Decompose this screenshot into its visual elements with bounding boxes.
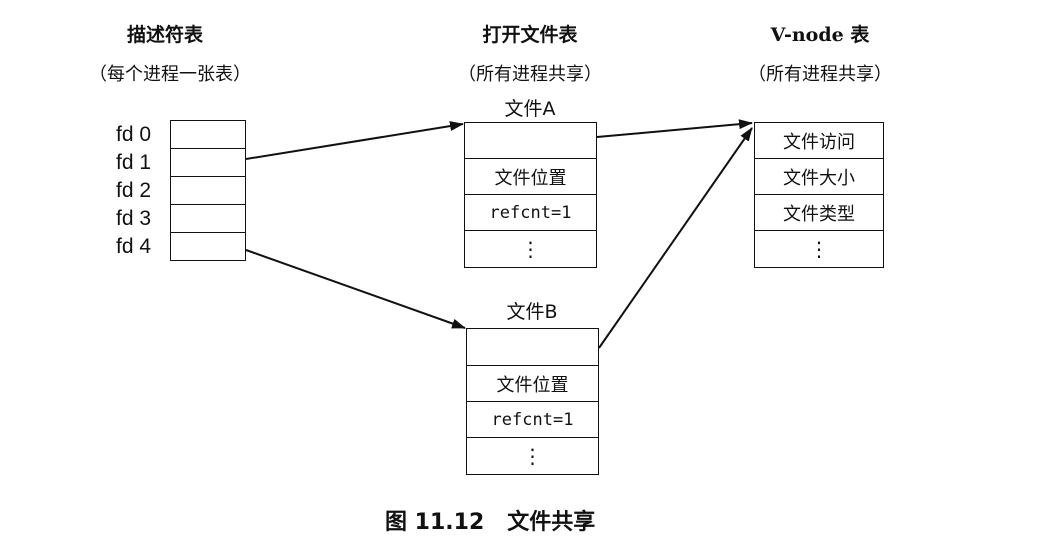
fd-slot-0	[171, 121, 245, 149]
fd-label-4: fd 4	[116, 235, 152, 258]
file-b-position: 文件位置	[467, 366, 598, 402]
descriptor-table-title: 描述符表	[126, 24, 203, 46]
descriptor-table-box	[170, 120, 246, 261]
fd-slot-3	[171, 205, 245, 233]
arrow-file-b-to-vnode	[598, 127, 753, 349]
vnode-ellipsis: ⋮	[809, 236, 829, 261]
file-a-position: 文件位置	[465, 159, 596, 195]
fd-slot-1	[171, 149, 245, 177]
file-a-ellipsis: ⋮	[520, 236, 541, 261]
vnode-field-type: 文件类型	[755, 195, 883, 231]
file-b-label: 文件B	[506, 301, 558, 323]
fd-slot-2	[171, 177, 245, 205]
fd-label-3: fd 3	[116, 207, 152, 230]
open-file-table-title: 打开文件表	[482, 24, 578, 46]
file-b-header-cell	[467, 329, 598, 366]
descriptor-table-subtitle: （每个进程一张表）	[89, 64, 251, 85]
arrow-fd4-to-file-b	[245, 249, 466, 329]
fd-label-0: fd 0	[116, 123, 152, 146]
figure-caption: 图 11.12 文件共享	[385, 510, 596, 535]
file-b-ellipsis: ⋮	[522, 443, 543, 468]
arrow-file-a-to-vnode	[596, 119, 753, 138]
file-a-header-cell	[465, 123, 596, 159]
file-a-refcnt: refcnt=1	[465, 195, 596, 231]
vnode-table-subtitle: （所有进程共享）	[748, 64, 892, 85]
vnode-field-size: 文件大小	[755, 159, 883, 195]
vnode-entry: 文件访问 文件大小 文件类型 ⋮	[754, 122, 884, 268]
open-file-table-subtitle: （所有进程共享）	[458, 64, 602, 85]
vnode-table-title: V-node 表	[770, 24, 870, 46]
file-b-entry: 文件位置 refcnt=1 ⋮	[466, 328, 599, 475]
file-b-refcnt: refcnt=1	[467, 402, 598, 438]
file-a-label: 文件A	[504, 98, 556, 120]
fd-label-2: fd 2	[116, 179, 152, 202]
vnode-field-access: 文件访问	[755, 123, 883, 159]
arrow-fd1-to-file-a	[245, 121, 464, 160]
fd-label-1: fd 1	[116, 151, 152, 174]
file-a-entry: 文件位置 refcnt=1 ⋮	[464, 122, 597, 268]
